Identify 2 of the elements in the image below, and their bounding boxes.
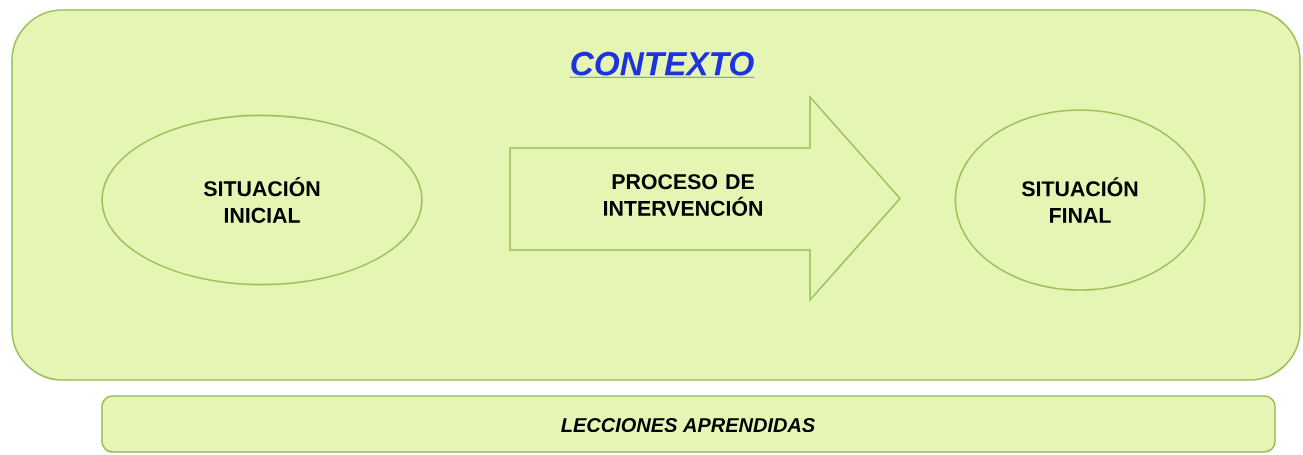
title: CONTEXTO (569, 51, 755, 78)
lessons-bar: LECCIONES APRENDIDAS (101, 395, 1276, 453)
